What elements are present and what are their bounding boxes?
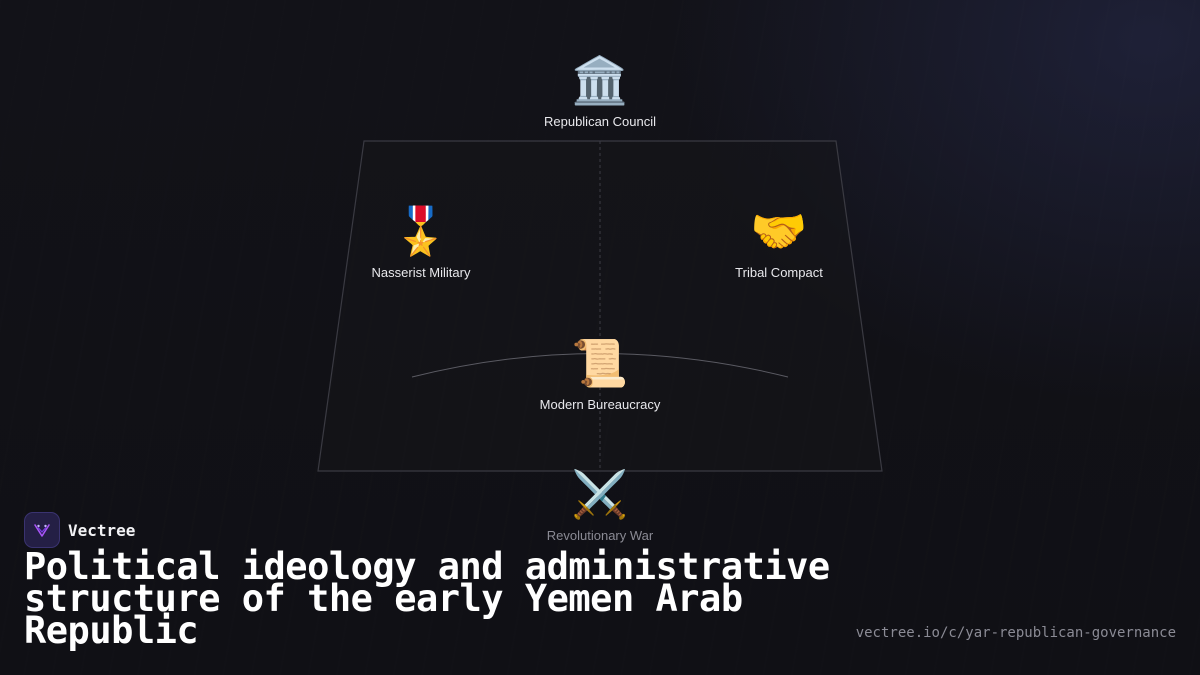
arc-line xyxy=(411,353,789,378)
node-republican-council: 🏛️ Republican Council xyxy=(490,54,710,129)
node-label: Republican Council xyxy=(543,114,656,129)
brand[interactable]: Vectree xyxy=(24,512,135,548)
handshake-icon: 🤝 xyxy=(750,205,808,257)
source-url[interactable]: vectree.io/c/yar-republican-governance xyxy=(855,625,1176,641)
classical-building-icon: 🏛️ xyxy=(571,54,629,106)
scroll-icon: 📜 xyxy=(571,337,629,389)
node-modern-bureaucracy: 📜 Modern Bureaucracy xyxy=(490,337,710,412)
node-label: Modern Bureaucracy xyxy=(539,397,661,412)
page-title: Political ideology and administrative st… xyxy=(24,545,830,652)
crossed-swords-icon: ⚔️ xyxy=(571,468,629,520)
node-label: Revolutionary War xyxy=(546,528,654,543)
node-revolutionary-war: ⚔️ Revolutionary War xyxy=(490,468,710,543)
vectree-logo-icon xyxy=(24,512,60,548)
node-label: Tribal Compact xyxy=(735,265,823,280)
node-label: Nasserist Military xyxy=(371,265,471,280)
node-nasserist-military: 🎖️ Nasserist Military xyxy=(311,205,531,280)
node-tribal-compact: 🤝 Tribal Compact xyxy=(669,205,889,280)
military-medal-icon: 🎖️ xyxy=(392,205,450,257)
brand-name: Vectree xyxy=(68,520,136,540)
